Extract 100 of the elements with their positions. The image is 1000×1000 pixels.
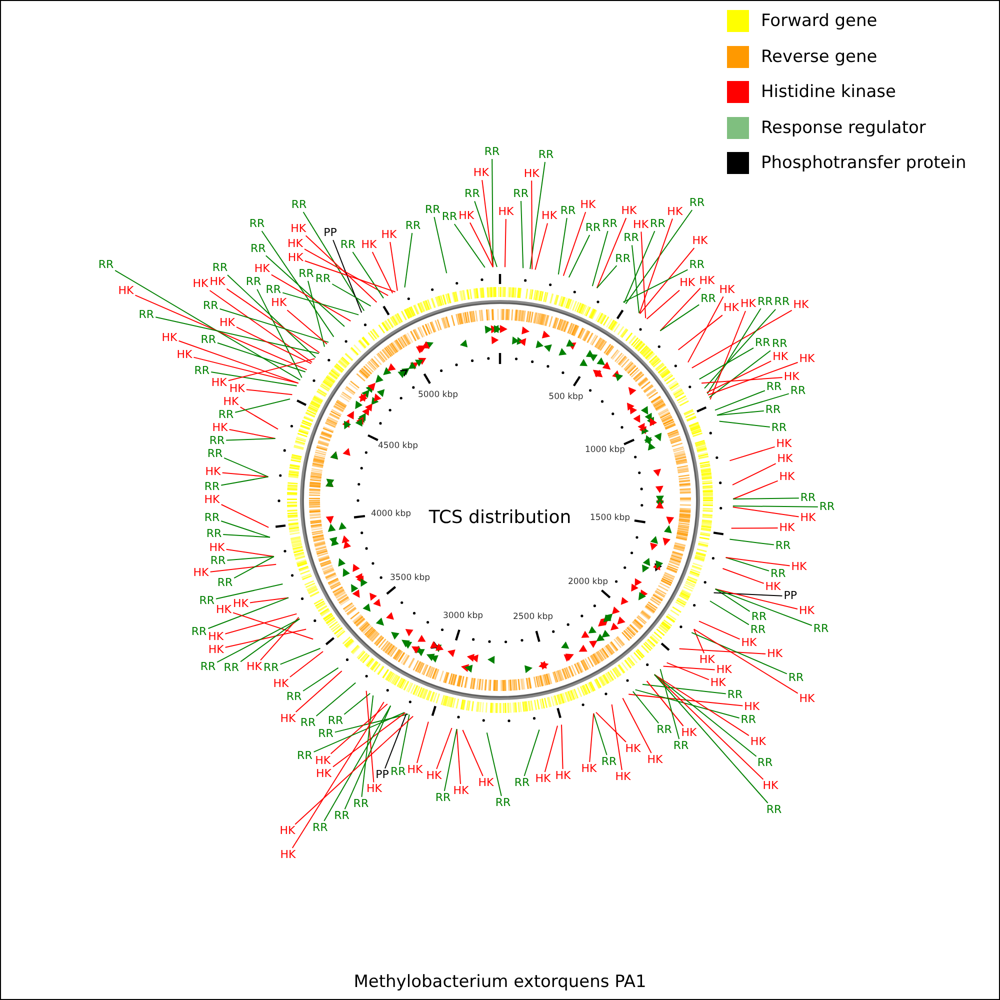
leader-line <box>155 316 320 354</box>
callout-label: HK <box>765 580 781 593</box>
leader-line <box>718 420 770 428</box>
callout-label: HK <box>162 332 178 344</box>
leader-line <box>722 568 764 584</box>
leader-line <box>220 520 270 538</box>
leader-line <box>256 288 302 378</box>
callout-label: RR <box>98 259 114 271</box>
callout-label: RR <box>538 149 554 161</box>
leader-line <box>292 702 384 848</box>
leader-line <box>344 705 392 810</box>
leader-line <box>232 612 314 640</box>
leader-line <box>640 248 695 314</box>
leader-line <box>678 314 723 350</box>
callout-label: HK <box>204 494 220 506</box>
callout-label: HK <box>229 382 245 395</box>
scale-label: 4000 kbp <box>370 509 412 519</box>
callout-label: RR <box>264 662 279 674</box>
leader-line <box>596 265 618 289</box>
callout-label: RR <box>727 688 743 701</box>
callout-label: RR <box>435 792 451 804</box>
leader-line <box>332 240 362 314</box>
callout-label: RR <box>212 262 228 274</box>
leader-line <box>416 721 429 764</box>
leader-line <box>561 724 564 770</box>
leader-line <box>316 682 356 716</box>
leader-line <box>558 218 568 275</box>
scale-label: 500 kbp <box>548 392 584 402</box>
leader-line <box>260 616 300 661</box>
leader-line <box>222 534 270 538</box>
leader-line <box>226 556 274 561</box>
scale-label: 1500 kbp <box>590 513 630 523</box>
callout-label: RR <box>585 222 601 234</box>
callout-label: RR <box>300 717 316 729</box>
leader-line <box>706 360 772 394</box>
leader-line <box>261 230 334 338</box>
callout-label: HK <box>524 168 540 180</box>
leader-line <box>114 270 301 381</box>
callout-label: HK <box>316 768 332 780</box>
callout-label: RR <box>495 797 511 809</box>
leader-line <box>688 296 724 363</box>
callout-label: RR <box>266 284 282 296</box>
leader-line <box>227 274 316 358</box>
leader-line <box>642 684 726 694</box>
callout-label: RR <box>218 408 234 421</box>
leader-line <box>224 613 298 634</box>
leader-line <box>286 310 328 344</box>
leader-line <box>693 628 705 654</box>
leader-line <box>216 584 284 600</box>
scale-label: 3000 kbp <box>442 611 484 621</box>
leader-line <box>304 248 389 296</box>
leader-line <box>282 292 360 316</box>
callout-label: HK <box>407 764 423 776</box>
callout-label: HK <box>633 218 649 231</box>
leader-line <box>732 506 800 518</box>
callout-label: RR <box>790 385 806 397</box>
callout-label: HK <box>772 350 788 363</box>
leader-line <box>632 690 660 724</box>
callout-label: HK <box>366 783 382 796</box>
callout-label: HK <box>288 252 304 264</box>
leader-line <box>698 620 740 640</box>
leader-line <box>732 480 778 500</box>
legend-label: Reverse gene <box>761 46 878 66</box>
callout-label: HK <box>273 678 289 690</box>
leader-line <box>224 457 269 478</box>
leader-line <box>226 438 276 441</box>
callout-label: RR <box>772 338 788 350</box>
callout-label: HK <box>784 370 800 383</box>
callout-label: RR <box>210 555 226 568</box>
callout-label: HK <box>741 637 757 650</box>
callout-label: HK <box>750 736 766 748</box>
leader-line <box>589 712 594 762</box>
callout-label: RR <box>514 777 530 789</box>
callout-label: HK <box>453 785 469 797</box>
leader-line <box>725 557 790 566</box>
callout-label: HK <box>791 561 807 573</box>
callout-label: RR <box>757 757 773 770</box>
callout-label: HK <box>779 471 795 483</box>
callout-label: HK <box>716 664 732 676</box>
callout-label: RR <box>340 239 356 251</box>
callout-label: RR <box>775 540 791 552</box>
leader-line <box>568 234 590 278</box>
callout-label: HK <box>176 349 192 362</box>
callout-label: RR <box>765 404 781 416</box>
callout-label: RR <box>204 512 220 524</box>
callout-label: HK <box>315 754 331 767</box>
leader-line <box>444 728 458 792</box>
leader-line <box>634 689 740 718</box>
leader-line <box>691 632 788 674</box>
callout-label: RR <box>318 728 334 740</box>
leader-line <box>660 288 701 332</box>
callout-label: HK <box>280 849 296 861</box>
callout-label: RR <box>442 211 458 223</box>
leader-line <box>698 347 754 380</box>
leader-line <box>208 597 289 629</box>
callout-label: HK <box>498 206 514 218</box>
leader-line <box>732 498 800 500</box>
callout-label: RR <box>405 220 421 232</box>
leader-line <box>193 356 299 384</box>
callout-label: HK <box>724 302 739 314</box>
